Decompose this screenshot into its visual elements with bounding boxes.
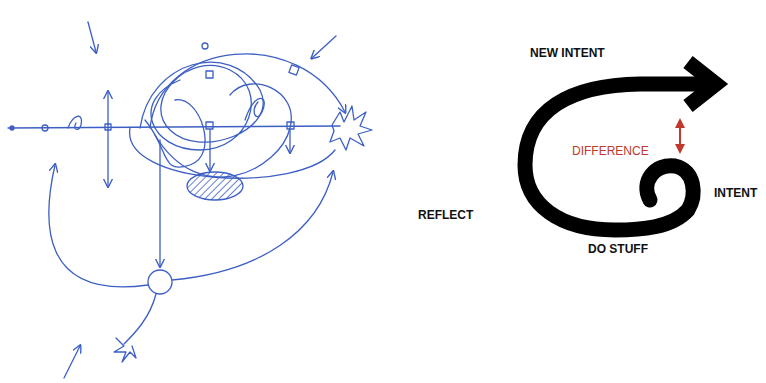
- difference-arrow: [679, 120, 681, 152]
- hand-sketch: [8, 22, 372, 378]
- spiral-label: REFLECT: [418, 208, 473, 222]
- spiral-label: INTENT: [714, 186, 757, 200]
- spiral-label: NEW INTENT: [530, 46, 605, 60]
- spiral-arrow: [525, 62, 716, 230]
- spiral-label: DIFFERENCE: [572, 144, 649, 158]
- spiral-label: DO STUFF: [588, 242, 648, 256]
